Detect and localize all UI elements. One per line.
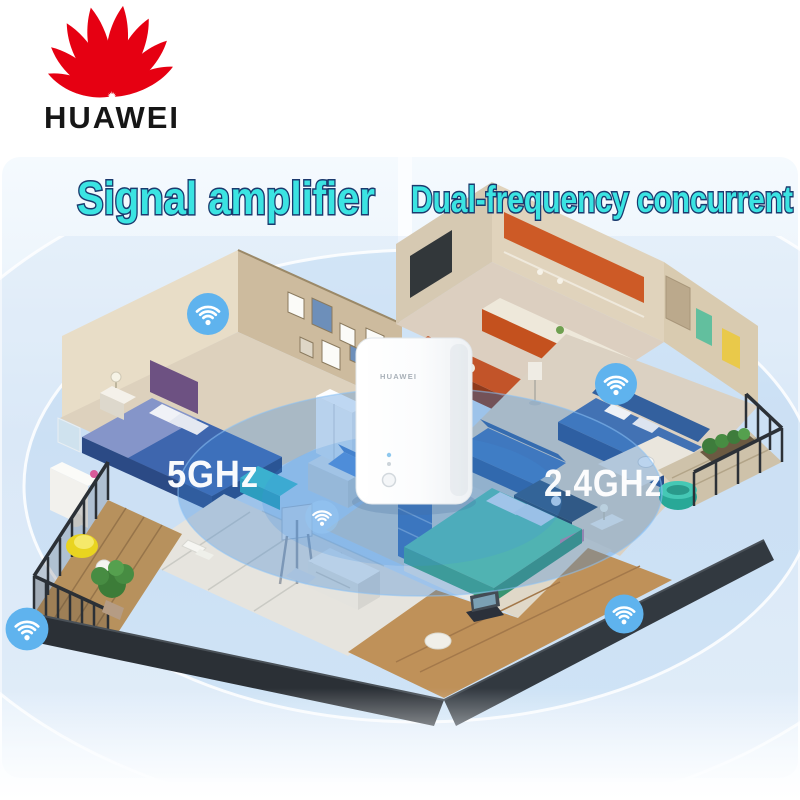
wifi-icon [593,361,639,407]
label-5ghz: 5GHz [167,454,259,496]
sofa-chaise [456,419,566,500]
bedside-lamp [590,504,624,530]
potted-plant [91,560,134,620]
upper-cabinets [504,212,644,303]
right-railing [692,392,784,506]
yellow-chair [66,534,98,558]
headline-dual-frequency: Dual-frequency concurrent [411,179,793,220]
balcony-right [658,392,784,510]
huawei-flower-icon: HUAWEI [44,5,180,135]
wifi-icon [305,500,339,534]
router-body [355,337,473,505]
router-device: HUAWEI [352,337,476,515]
laptop [466,590,504,622]
balcony-left [32,461,182,648]
nightstand [100,371,136,420]
huawei-wordmark: HUAWEI [44,100,180,135]
kitchen-window [410,230,452,298]
wifi-icon [603,593,645,635]
teal-bench [240,466,298,510]
floorplan [24,182,784,726]
bottom-fade [0,688,800,800]
label-2-4ghz: 2.4GHz [544,463,662,505]
wall-art-green [696,308,712,346]
vanity-table [50,417,100,528]
wood-floor-area [348,548,672,698]
white-desk [286,548,380,610]
router-power-button [381,472,397,488]
huawei-logo: HUAWEI [44,5,180,135]
router-led [386,452,392,458]
router-led [387,462,391,466]
wall-art-yellow [722,328,740,369]
headline-panel-gap [398,157,412,243]
wifi-icon [185,291,231,337]
teal-tub [659,481,697,510]
wifi-icon [4,606,50,652]
magazines [181,539,214,560]
headline-signal-amplifier: Signal amplifier [77,172,375,224]
router-brand-label: HUAWEI [380,372,417,381]
floor-cushion [424,632,452,650]
